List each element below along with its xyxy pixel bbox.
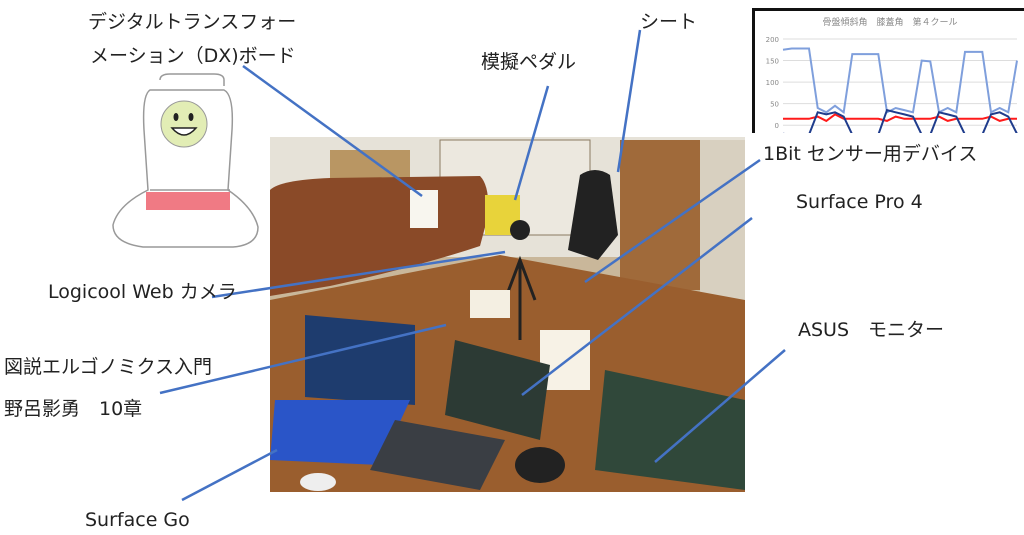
label-seat: シート: [640, 11, 698, 33]
y-tick-label: 0: [775, 122, 779, 130]
label-book-line1: 図説エルゴノミクス入門: [4, 356, 213, 378]
label-dx-board-line2: メーション（DX)ボード: [90, 45, 296, 67]
smiley-face-icon: [160, 100, 208, 148]
series-line-dark: [783, 108, 1018, 133]
y-tick-label: 100: [766, 79, 779, 87]
label-dx-board-line1: デジタルトランスフォー: [88, 11, 297, 33]
y-tick-label: 50: [770, 101, 779, 109]
room-photo: [270, 137, 745, 492]
label-book-line2: 野呂影勇 10章: [4, 398, 143, 420]
label-surface-go: Surface Go: [85, 509, 190, 531]
seat-illustration: [112, 73, 259, 248]
chart-plot: 200 150 100 50 0: [766, 36, 1018, 133]
label-webcam: Logicool Web カメラ: [48, 281, 237, 303]
chart-title: 骨盤傾斜角 膝蓋角 第４クール: [822, 18, 958, 28]
label-pedal: 模擬ペダル: [481, 51, 577, 73]
angle-chart: 骨盤傾斜角 膝蓋角 第４クール 200 150 100 50 0: [752, 8, 1024, 133]
label-sensor-device: 1Bit センサー用デバイス: [763, 143, 978, 165]
series-line-red: [783, 113, 1017, 123]
label-asus-monitor: ASUS モニター: [798, 319, 945, 341]
series-line-light: [782, 47, 1018, 115]
leader-lines: [159, 29, 786, 502]
y-tick-label: 150: [766, 58, 779, 66]
label-surface-pro: Surface Pro 4: [796, 191, 923, 213]
y-tick-label: 200: [766, 36, 779, 44]
